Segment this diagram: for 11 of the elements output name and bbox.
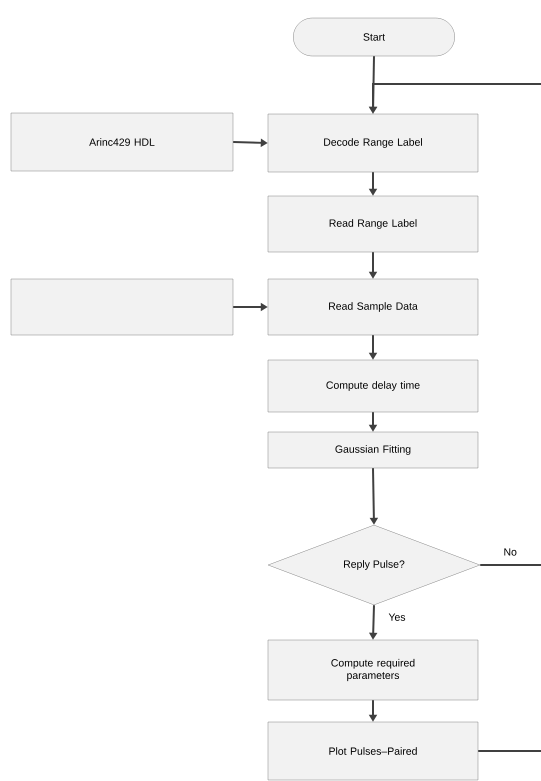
process-box: Arinc429 HDL bbox=[10, 112, 234, 172]
edge-label: Yes bbox=[388, 614, 406, 621]
process-box: Read Sample Data bbox=[268, 278, 478, 336]
process-box: Read Range Label bbox=[268, 196, 478, 252]
edge-label: No bbox=[504, 548, 516, 556]
process-box bbox=[10, 278, 234, 336]
process-box: Gaussian Fitting bbox=[268, 432, 478, 468]
process-box: Compute required parameters bbox=[268, 640, 478, 700]
process-box: Decode Range Label bbox=[268, 114, 478, 172]
process-box: Plot Pulses–Paired bbox=[268, 722, 478, 780]
process-box: Compute delay time bbox=[268, 360, 478, 412]
